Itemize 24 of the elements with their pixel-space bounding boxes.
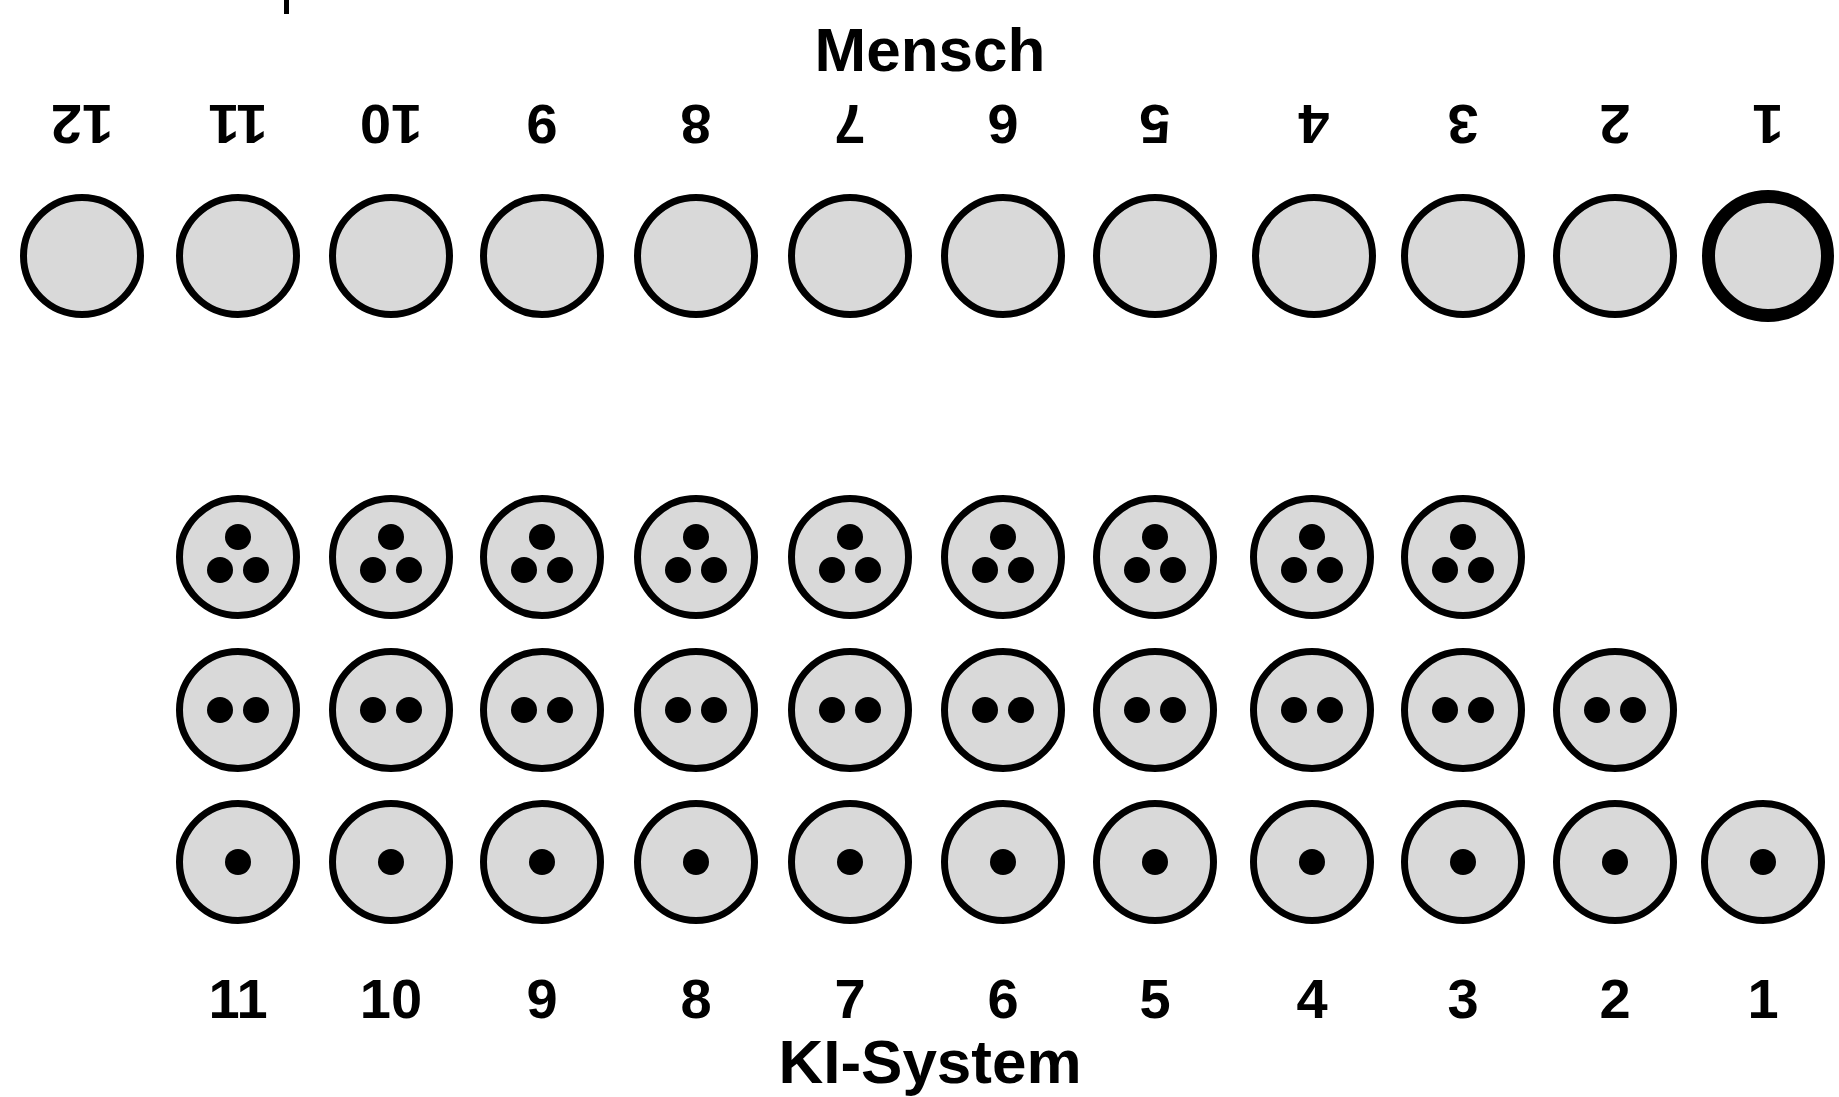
pit-number: 2 (1599, 971, 1631, 1027)
pit-number: 5 (1139, 96, 1171, 152)
pit-number: 9 (526, 971, 558, 1027)
pit-number: 4 (1296, 971, 1328, 1027)
pit-number: 3 (1447, 96, 1479, 152)
pit-number: 8 (680, 971, 712, 1027)
pit-number: 1 (1747, 971, 1779, 1027)
pit-number: 6 (987, 96, 1019, 152)
pit-number: 10 (359, 971, 423, 1027)
pit-number: 7 (834, 971, 866, 1027)
pit-number: 8 (680, 96, 712, 152)
pit-number: 10 (359, 96, 423, 152)
pit-number: 1 (1752, 96, 1784, 152)
pit-number: 6 (987, 971, 1019, 1027)
pit-number: 3 (1447, 971, 1479, 1027)
player-label: Mensch (814, 19, 1046, 81)
pit-number: 2 (1599, 96, 1631, 152)
pit-number: 11 (208, 971, 268, 1027)
pit-number: 4 (1298, 96, 1330, 152)
pit-number: 7 (834, 96, 866, 152)
pit-number: 12 (50, 96, 114, 152)
pit-number: 11 (208, 96, 268, 152)
pit-number: 5 (1139, 971, 1171, 1027)
pit-number: 9 (526, 96, 558, 152)
